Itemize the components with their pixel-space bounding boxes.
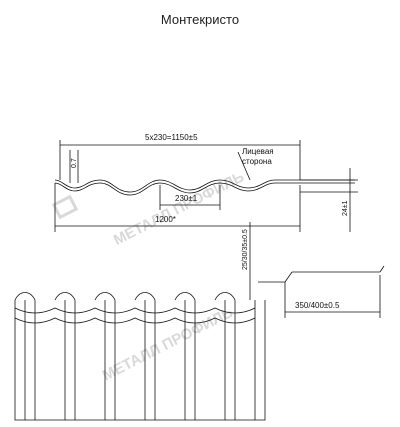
watermark-logo — [51, 194, 79, 220]
label-height: 24±1 — [342, 200, 349, 216]
label-step: 230±1 — [175, 194, 198, 203]
sheet-top-wave — [14, 292, 236, 301]
sheet-row-wave-1 — [14, 307, 256, 314]
step-profile — [284, 271, 293, 283]
watermark-group: МЕТАЛЛ ПРОФИЛЬ МЕТАЛЛ ПРОФИЛЬ — [51, 168, 247, 385]
label-total-width: 5x230=1150±5 — [145, 133, 198, 142]
sheet-row-wave-2 — [14, 317, 256, 324]
profile-curve-outer — [54, 179, 355, 193]
tile-sheet — [14, 292, 266, 421]
step-profile — [379, 265, 385, 273]
label-step-length: 350/400±0.5 — [295, 301, 340, 310]
label-thickness: 0.7 — [71, 158, 78, 168]
label-step-height: 25/30/35±0.5 — [242, 229, 249, 270]
face-side-leader — [237, 151, 251, 181]
watermark-text-lower: МЕТАЛЛ ПРОФИЛЬ — [100, 304, 236, 385]
label-full-width: 1200* — [155, 215, 176, 224]
drawing-title: Монтекристо — [160, 12, 240, 27]
watermark-text-upper: МЕТАЛЛ ПРОФИЛЬ — [111, 168, 247, 249]
profile-curve-inner — [54, 182, 355, 196]
sheet-outline — [14, 300, 266, 421]
label-face-side-1: Лицевая — [242, 147, 274, 156]
label-face-side-2: сторона — [242, 157, 272, 166]
